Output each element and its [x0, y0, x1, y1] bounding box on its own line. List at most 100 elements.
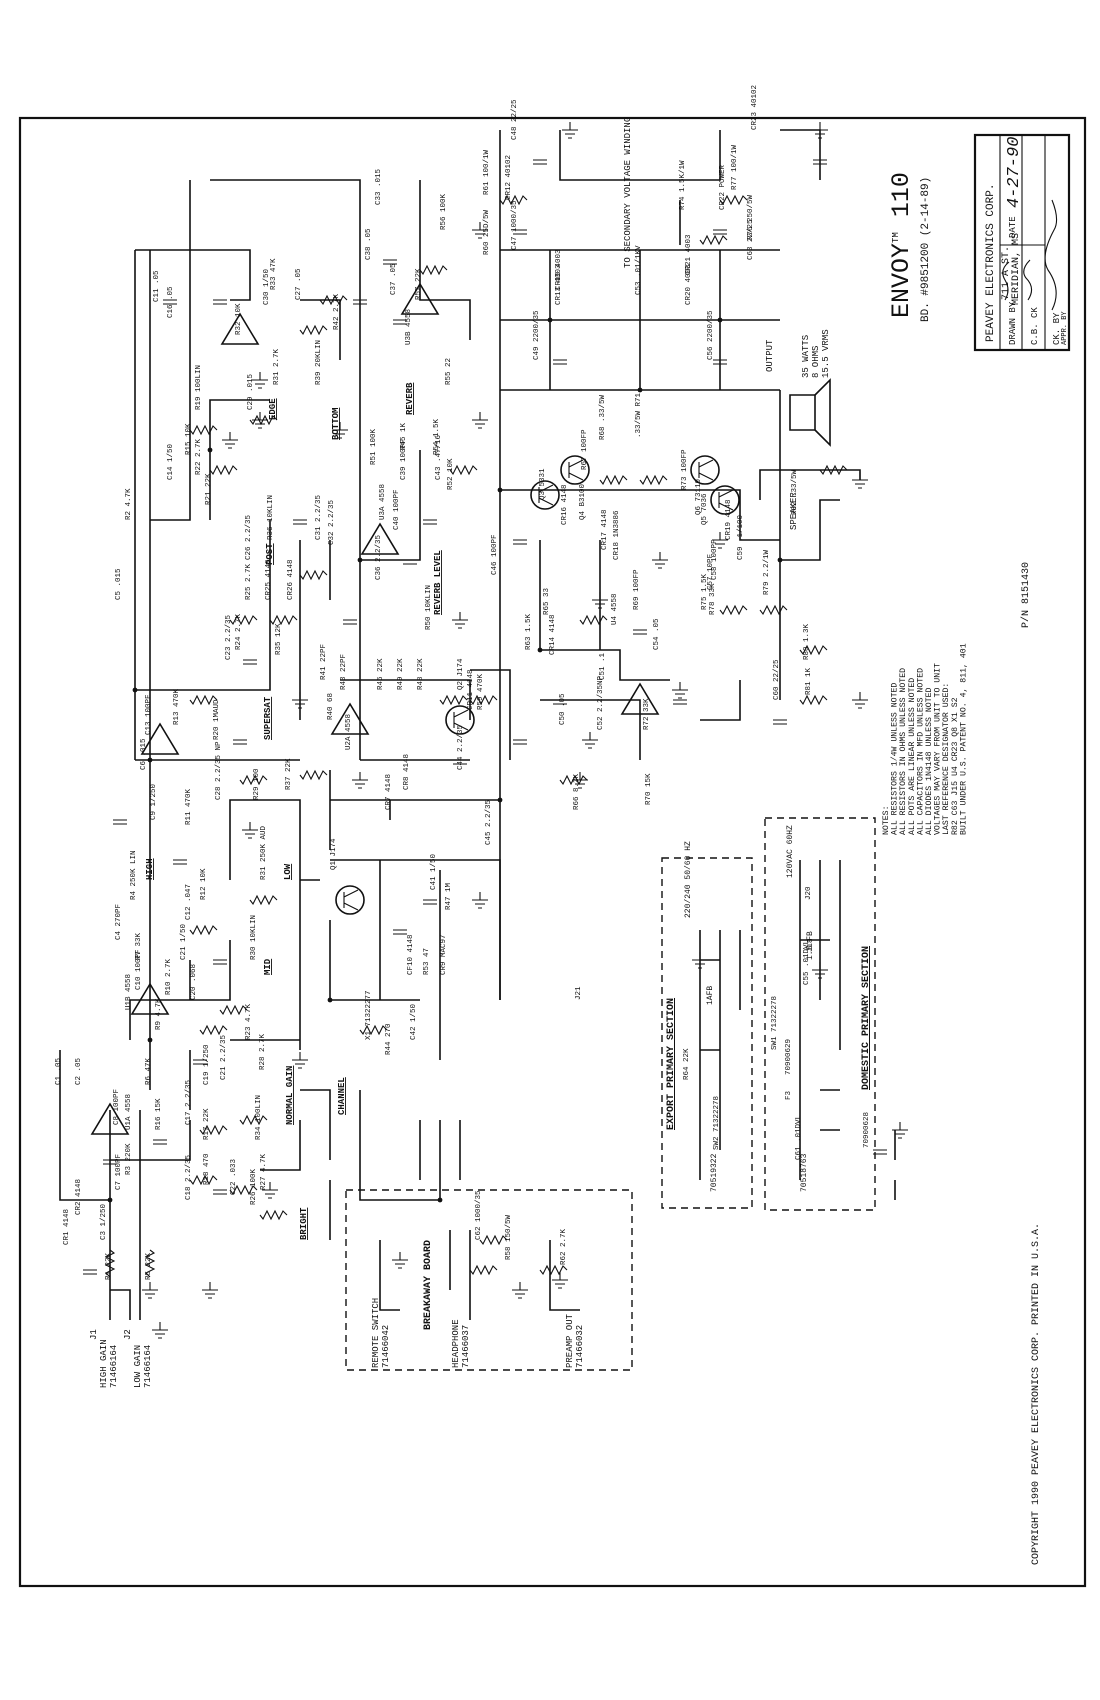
note-line: VOLTAGES MAY VARY FROM UNIT TO UNIT: [934, 663, 943, 835]
component-label-r13: R13 470K: [173, 688, 181, 725]
component-label-r55: R55 22: [445, 358, 453, 385]
export-section-label: EXPORT PRIMARY SECTION: [666, 998, 677, 1130]
component-label-r25: R25 2.7K: [245, 563, 253, 600]
component-label-r69: R69 100FP: [633, 569, 641, 610]
junction-dot: [207, 447, 213, 453]
speaker-label: SPEAKER: [789, 492, 799, 530]
component-label-c62: C62 1000/35: [475, 1190, 483, 1240]
component-label-r23: R23 4.7K: [245, 1003, 253, 1040]
component-label-q6: Q6 73110: [695, 478, 703, 515]
component-label-j18: J18: [807, 938, 815, 952]
breakaway-board-box: [345, 1189, 633, 1371]
component-label-cr17: CR17 4148: [601, 509, 609, 550]
component-label-r57: R57 22K: [415, 268, 423, 300]
component-label-r12: R12 10K: [200, 868, 208, 900]
ground-symbol: [332, 422, 348, 439]
component-label-cr23: CR23 40102: [751, 85, 759, 130]
tx2-part-label: 70518763: [800, 1153, 809, 1192]
model-block: ENVOYTM 110 BD. #9851200 (2-14-89) P/N 8…: [887, 172, 1032, 628]
resistor-symbol: [239, 774, 268, 786]
component-label-r20: R20 1MAUD: [213, 699, 221, 740]
component-label-r11: R11 470K: [185, 788, 193, 825]
component-label-r82: R82 .33/5W: [791, 469, 799, 515]
ground-symbol: [552, 1272, 568, 1289]
component-label-q3: Q3 5331: [539, 468, 547, 500]
ground-symbol: [652, 552, 668, 569]
ground-symbol: [392, 1252, 408, 1269]
component-label-r47: R47 1M: [445, 882, 453, 910]
component-label-r60: R60 25D/5W: [483, 209, 491, 255]
component-label-r40: R40 68: [327, 693, 335, 720]
component-label-r6: R6 47K: [145, 1057, 153, 1085]
transistor-symbol: [560, 455, 590, 485]
component-label-c11: C11 .05: [153, 270, 161, 302]
resistor-symbol: [639, 474, 668, 486]
resistor-symbol: [579, 614, 608, 626]
date-label: DATE: [1008, 216, 1018, 238]
resistor-symbol: [469, 694, 498, 706]
component-label-u4: U4 4558: [611, 593, 619, 625]
component-label-u1b: U1B 4558: [125, 974, 133, 1010]
opamp-symbol: [130, 982, 170, 1015]
component-label-r24: R24 2.7K: [235, 613, 243, 650]
resistor-symbol: [539, 1264, 568, 1276]
fuse-export-label: 1AFB: [706, 986, 715, 1005]
opamp-symbol: [220, 312, 260, 345]
component-label-r9: R9 4.7K: [155, 998, 163, 1030]
component-label-c50: C50 .05: [559, 693, 567, 725]
component-label-c12: C12 .047: [185, 884, 193, 920]
component-label-c63: C63 22/25: [747, 219, 755, 260]
io-labels: HIGH GAIN 71466164 J1 LOW GAIN 71466164 …: [89, 117, 831, 1388]
component-label-cr14: CR14 4148: [549, 614, 557, 655]
component-label-r78: R78 33K: [709, 583, 717, 615]
component-label-sw2: SW2 71322278: [713, 1096, 721, 1150]
ground-symbol: [472, 892, 488, 909]
control-label: POST: [265, 543, 275, 565]
resistor-symbol: [269, 614, 298, 626]
junction-dot: [547, 317, 553, 323]
copyright-text: COPYRIGHT 1990 PEAVEY ELECTRONICS CORP. …: [1031, 1223, 1042, 1565]
jack-j5-name: PREAMP OUT: [565, 1313, 575, 1368]
resistor-symbol: [229, 614, 258, 626]
component-label-cr15: CR15 4003: [555, 249, 563, 290]
title-block: PEAVEY ELECTRONICS CORP. 711 A ST. MERID…: [973, 133, 1071, 352]
component-label-r36: R36 10KLIN: [267, 495, 275, 540]
capacitor-symbol: [773, 719, 787, 725]
resistor-symbol: [759, 604, 788, 616]
component-label-r51: R51 100K: [370, 428, 378, 465]
component-label-c51: C51 .1: [599, 652, 607, 680]
appr-by-label: APPR. BY: [1061, 311, 1069, 345]
capacitor-symbol: [513, 739, 527, 745]
note-line: ALL POTS ARE LINEAR UNLESS NOTED: [908, 678, 917, 835]
component-label-cr7: CR7 4148: [385, 774, 393, 810]
resistor-symbol: [319, 294, 348, 306]
component-label-c55: C55 .01DVL: [803, 939, 811, 985]
resistor-symbol: [199, 1124, 228, 1136]
transistor-symbol: [530, 480, 560, 510]
component-label-r16: R16 15K: [155, 1098, 163, 1130]
component-label-c52: C52 2.2/35NP: [597, 675, 605, 730]
jack-j3-part: 71466042: [381, 1325, 391, 1368]
component-label-c61: C61 .01DVL: [795, 1114, 803, 1160]
component-label-r62: R62 2.7K: [560, 1228, 568, 1265]
component-label-c2: C2 .05: [75, 1057, 83, 1085]
speaker-watts: 35 WATTS: [801, 335, 811, 378]
resistor-symbol: [209, 464, 238, 476]
component-label-r71: .33/5W R71: [635, 392, 643, 438]
company-name: PEAVEY ELECTRONICS CORP.: [985, 184, 997, 342]
component-label-c45: C45 2.2/35: [485, 799, 493, 845]
capacitor-symbol: [163, 299, 177, 305]
component-label-r5: R5 22K: [145, 1252, 153, 1280]
component-label-r34: R34 100LIN: [255, 1095, 263, 1140]
company-address: 711 A ST.: [1001, 246, 1012, 300]
capacitor-symbol: [213, 299, 227, 305]
resistor-symbol: [469, 1264, 498, 1276]
component-label-r15: R15 10K: [185, 423, 193, 455]
resistor-symbol: [359, 1024, 388, 1036]
component-label-c8: C8 100PF: [113, 1089, 121, 1125]
component-label-r31: R31 250K AUD: [260, 825, 268, 880]
component-label-r56: R56 100K: [440, 193, 448, 230]
component-label-c5: C5 .015: [115, 568, 123, 600]
component-label-r31b: R31 2.7K: [273, 348, 281, 385]
